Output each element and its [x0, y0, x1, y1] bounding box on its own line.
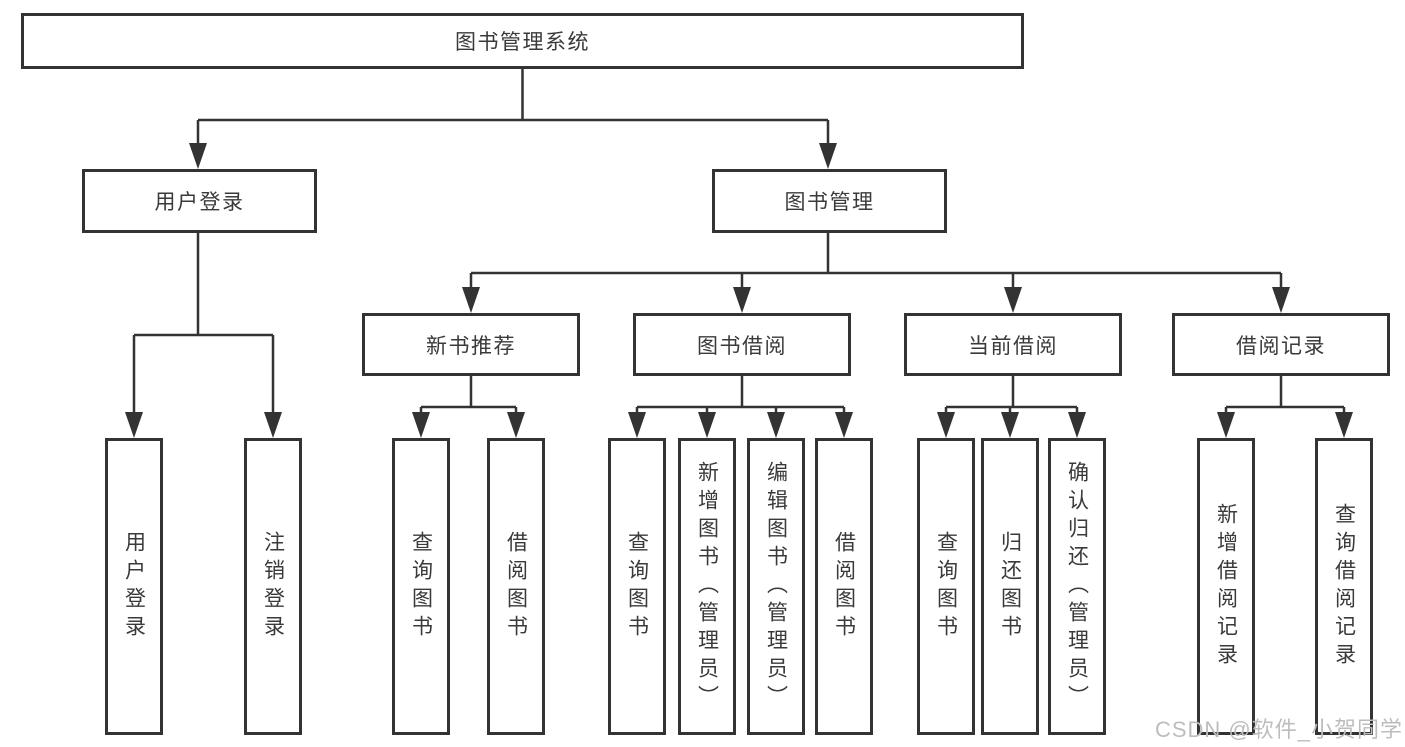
node-borrow-records: 借阅记录 — [1172, 313, 1390, 376]
node-leaf-edit-book: 编辑图书（管理员） — [747, 438, 805, 735]
node-leaf-query-books-2-label: 查询图书 — [625, 530, 649, 643]
arrow-icon — [507, 412, 525, 438]
node-leaf-query-books-1: 查询图书 — [392, 438, 450, 735]
node-root-label: 图书管理系统 — [455, 31, 590, 54]
arrow-icon — [628, 412, 646, 438]
node-new-book-rec: 新书推荐 — [362, 313, 580, 376]
watermark: CSDN @软件_小贺同学 — [1154, 717, 1403, 742]
node-leaf-query-books-3: 查询图书 — [917, 438, 975, 735]
node-leaf-borrow-books-2: 借阅图书 — [815, 438, 873, 735]
node-book-borrow-label: 图书借阅 — [697, 334, 787, 358]
arrow-icon — [1004, 287, 1022, 313]
arrowheads — [125, 143, 1353, 438]
node-current-borrow: 当前借阅 — [904, 313, 1122, 376]
node-leaf-confirm-return-label: 确认归还（管理员） — [1065, 460, 1089, 713]
node-leaf-query-borrow-record-label: 查询借阅记录 — [1332, 502, 1356, 671]
node-leaf-logout: 注销登录 — [244, 438, 302, 735]
node-leaf-query-borrow-record: 查询借阅记录 — [1315, 438, 1373, 735]
node-leaf-borrow-books-1-label: 借阅图书 — [504, 530, 528, 643]
node-user-login-label: 用户登录 — [154, 191, 245, 214]
node-leaf-add-book-label: 新增图书（管理员） — [695, 460, 719, 713]
arrow-icon — [767, 412, 785, 438]
arrow-icon — [125, 412, 143, 438]
node-leaf-query-books-1-label: 查询图书 — [409, 530, 433, 643]
node-leaf-query-books-3-label: 查询图书 — [934, 530, 958, 643]
node-leaf-borrow-books-1: 借阅图书 — [487, 438, 545, 735]
arrow-icon — [937, 412, 955, 438]
node-borrow-records-label: 借阅记录 — [1236, 334, 1326, 358]
arrow-icon — [264, 412, 282, 438]
node-leaf-confirm-return: 确认归还（管理员） — [1048, 438, 1106, 735]
arrow-icon — [462, 287, 480, 313]
node-leaf-add-borrow-record: 新增借阅记录 — [1197, 438, 1255, 735]
node-leaf-query-books-2: 查询图书 — [608, 438, 666, 735]
node-leaf-logout-label: 注销登录 — [261, 530, 285, 643]
node-leaf-add-book: 新增图书（管理员） — [678, 438, 736, 735]
node-root: 图书管理系统 — [21, 13, 1024, 69]
node-book-borrow: 图书借阅 — [633, 313, 851, 376]
arrow-icon — [1272, 287, 1290, 313]
arrow-icon — [698, 412, 716, 438]
arrow-icon — [835, 412, 853, 438]
node-book-mgmt-label: 图书管理 — [784, 191, 875, 214]
node-leaf-borrow-books-2-label: 借阅图书 — [832, 530, 856, 643]
node-leaf-edit-book-label: 编辑图书（管理员） — [764, 460, 788, 713]
node-leaf-user-login: 用户登录 — [105, 438, 163, 735]
arrow-icon — [1217, 412, 1235, 438]
node-leaf-return-book: 归还图书 — [981, 438, 1039, 735]
arrow-icon — [1001, 412, 1019, 438]
node-user-login: 用户登录 — [82, 169, 317, 233]
node-leaf-user-login-label: 用户登录 — [122, 530, 146, 643]
arrow-icon — [189, 143, 207, 169]
arrow-icon — [1068, 412, 1086, 438]
node-leaf-add-borrow-record-label: 新增借阅记录 — [1214, 502, 1238, 671]
arrow-icon — [412, 412, 430, 438]
arrow-icon — [1335, 412, 1353, 438]
arrow-icon — [819, 143, 837, 169]
node-new-book-rec-label: 新书推荐 — [426, 334, 516, 358]
node-book-mgmt: 图书管理 — [712, 169, 947, 233]
node-current-borrow-label: 当前借阅 — [968, 334, 1058, 358]
arrow-icon — [733, 287, 751, 313]
node-leaf-return-book-label: 归还图书 — [998, 530, 1022, 643]
